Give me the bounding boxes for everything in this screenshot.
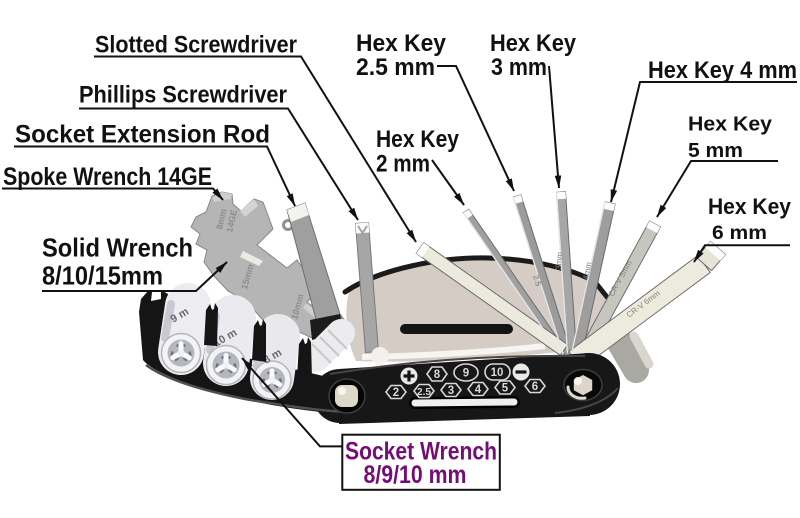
svg-text:Spoke Wrench 14GE: Spoke Wrench 14GE [3, 163, 212, 191]
svg-text:Hex Key: Hex Key [708, 194, 792, 219]
svg-text:8: 8 [434, 369, 441, 381]
svg-text:Socket Wrench: Socket Wrench [345, 438, 497, 466]
svg-text:Hex Key: Hex Key [356, 30, 447, 57]
svg-text:5: 5 [502, 383, 509, 395]
svg-text:3mm: 3mm [554, 251, 564, 270]
svg-text:2.5: 2.5 [531, 274, 543, 288]
svg-text:Hex Key: Hex Key [376, 126, 460, 153]
svg-text:8mm: 8mm [214, 208, 228, 231]
svg-text:4mm: 4mm [581, 261, 594, 281]
svg-text:5 mm: 5 mm [688, 140, 743, 162]
svg-text:2.5: 2.5 [417, 387, 431, 398]
svg-text:Hex Key: Hex Key [490, 30, 577, 57]
svg-text:2 mm: 2 mm [376, 151, 430, 178]
svg-text:4: 4 [475, 384, 482, 396]
svg-text:Hex Key: Hex Key [688, 114, 773, 136]
svg-text:8/9/10 mm: 8/9/10 mm [364, 461, 467, 489]
svg-text:3 mm: 3 mm [491, 54, 547, 81]
svg-text:2: 2 [393, 387, 399, 399]
svg-text:Phillips Screwdriver: Phillips Screwdriver [79, 81, 287, 108]
svg-text:3: 3 [448, 385, 454, 397]
svg-text:10: 10 [491, 367, 504, 379]
svg-text:Solid Wrench: Solid Wrench [42, 233, 193, 263]
svg-text:8/10/15mm: 8/10/15mm [42, 261, 163, 291]
svg-text:9: 9 [463, 368, 469, 380]
svg-text:2.5 mm: 2.5 mm [356, 54, 435, 81]
svg-text:Slotted Screwdriver: Slotted Screwdriver [95, 32, 297, 59]
svg-text:6: 6 [532, 381, 538, 393]
svg-text:6 mm: 6 mm [712, 223, 767, 244]
svg-text:Hex Key 4 mm: Hex Key 4 mm [648, 57, 797, 84]
svg-text:Socket Extension Rod: Socket Extension Rod [15, 121, 270, 149]
